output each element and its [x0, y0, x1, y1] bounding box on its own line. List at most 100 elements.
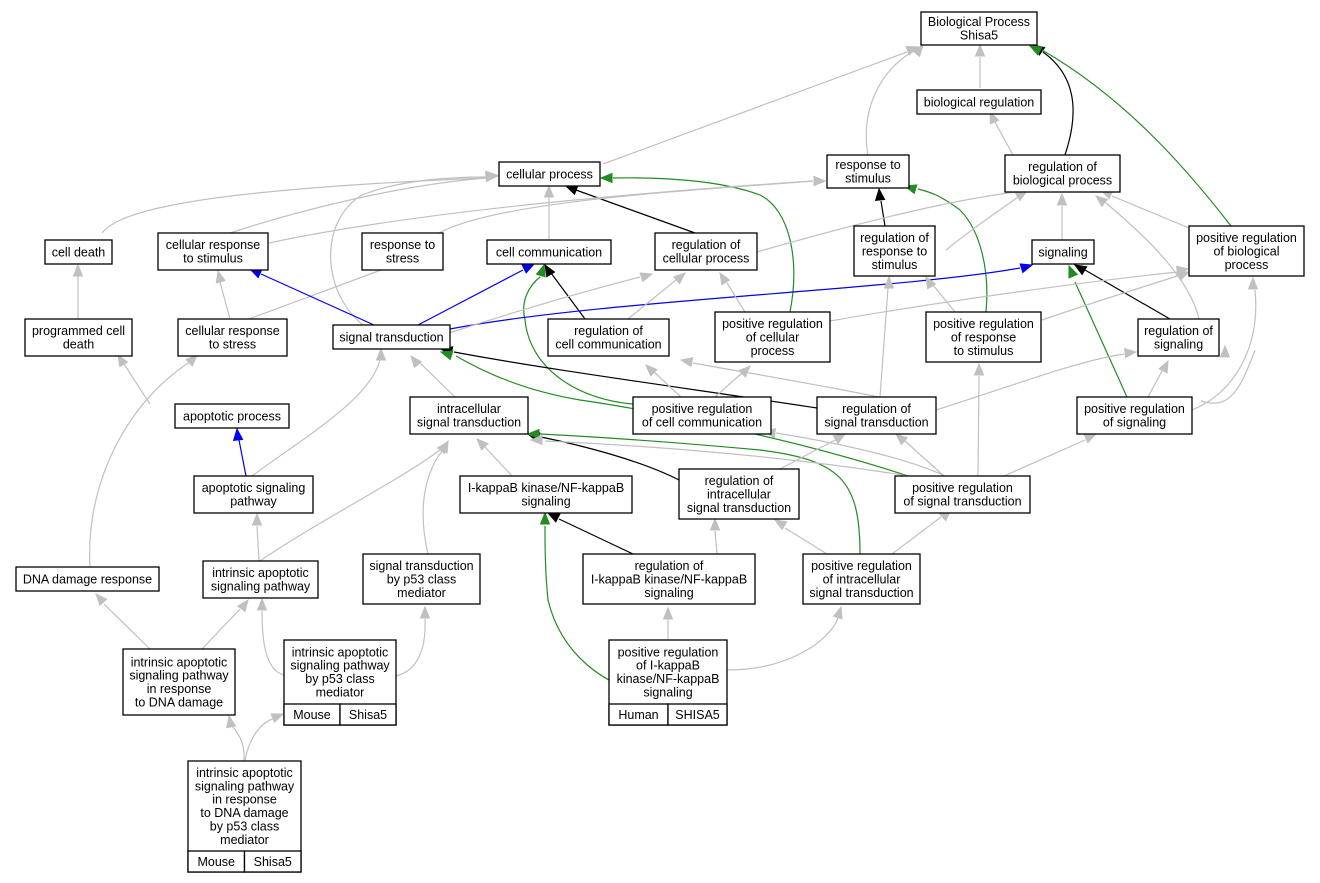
edge-line	[238, 439, 247, 477]
edge-76	[226, 714, 245, 762]
go-term-node-cellcomm[interactable]: cell communication	[486, 239, 612, 265]
edge-line	[259, 449, 441, 562]
go-term-node-bioreg[interactable]: biological regulation	[916, 89, 1042, 115]
node-label-line: cellular process	[506, 167, 593, 181]
edge-70	[95, 593, 151, 650]
go-term-node-cellproc[interactable]: cellular process	[498, 161, 601, 187]
arrowhead-icon	[599, 172, 613, 184]
edge-line	[575, 189, 696, 234]
node-label-line: of signaling	[1103, 416, 1166, 430]
node-label-line: regulation of	[705, 474, 774, 488]
node-label-line: of cell communication	[642, 416, 762, 430]
arrowhead-icon	[117, 353, 129, 368]
edge-42	[410, 354, 456, 398]
edge-line	[248, 262, 401, 320]
node-label-line: signaling pathway	[129, 669, 229, 683]
node-label-line: intrinsic apoptotic	[131, 655, 228, 669]
edge-line	[880, 200, 886, 227]
node-label-line: signaling pathway	[211, 580, 311, 594]
edge-line	[1041, 274, 1181, 321]
node-label-line: apoptotic signaling	[202, 481, 306, 495]
node-label-line: by p53 class	[305, 672, 374, 686]
edge-line	[1003, 439, 1086, 477]
edge-line	[123, 363, 151, 405]
arrowhead-icon	[438, 439, 449, 454]
edge-38	[925, 275, 956, 313]
arrowhead-icon	[486, 170, 500, 182]
arrowhead-icon	[911, 43, 924, 58]
arrowhead-icon	[410, 354, 423, 369]
arrowhead-icon	[375, 347, 387, 361]
edge-line	[714, 530, 718, 555]
edge-67	[709, 517, 721, 555]
node-label-line: in response	[212, 793, 277, 807]
node-label-line: signaling	[643, 686, 692, 700]
edge-line	[1084, 269, 1171, 320]
arrowhead-icon	[539, 511, 551, 525]
arrowhead-icon	[419, 605, 431, 619]
node-label-line: intracellular	[437, 402, 501, 416]
node-label-line: response to	[835, 158, 900, 172]
node-box	[826, 154, 910, 189]
arrowhead-icon	[973, 362, 985, 376]
go-term-node-celldeath[interactable]: cell death	[44, 239, 113, 265]
edge-line	[775, 432, 946, 477]
node-box	[409, 396, 529, 435]
edge-55	[526, 428, 861, 555]
node-label-line: response to	[862, 244, 927, 258]
go-term-node-signaling[interactable]: signaling	[1031, 239, 1095, 265]
arrowhead-icon	[1247, 276, 1259, 290]
edge-line	[1074, 281, 1128, 398]
edge-37	[879, 275, 895, 398]
edge-34	[719, 271, 746, 313]
go-term-node-dnadmg[interactable]: DNA damage response	[15, 566, 160, 592]
node-box	[654, 232, 758, 271]
edge-line	[438, 180, 814, 234]
go-term-node-sigtrans[interactable]: signal transduction	[332, 324, 451, 350]
arrowhead-icon	[719, 271, 731, 286]
go-term-node-regikb[interactable]: regulation ofI-kappaB kinase/NF-kappaBsi…	[582, 553, 756, 605]
edge-line	[261, 610, 285, 676]
edge-line	[904, 440, 945, 477]
node-label-line: positive regulation	[811, 559, 912, 573]
edge-60	[779, 433, 847, 470]
node-label-line: response to	[370, 238, 435, 252]
node-label-line: signal transduction	[824, 416, 928, 430]
arrowhead-icon	[679, 357, 694, 368]
edge-line	[612, 177, 795, 313]
go-term-node-apop[interactable]: apoptotic process	[174, 403, 290, 429]
node-box	[816, 396, 937, 435]
node-label-line: cellular response	[166, 238, 261, 252]
edge-line	[251, 359, 381, 477]
edge-line	[726, 617, 839, 671]
